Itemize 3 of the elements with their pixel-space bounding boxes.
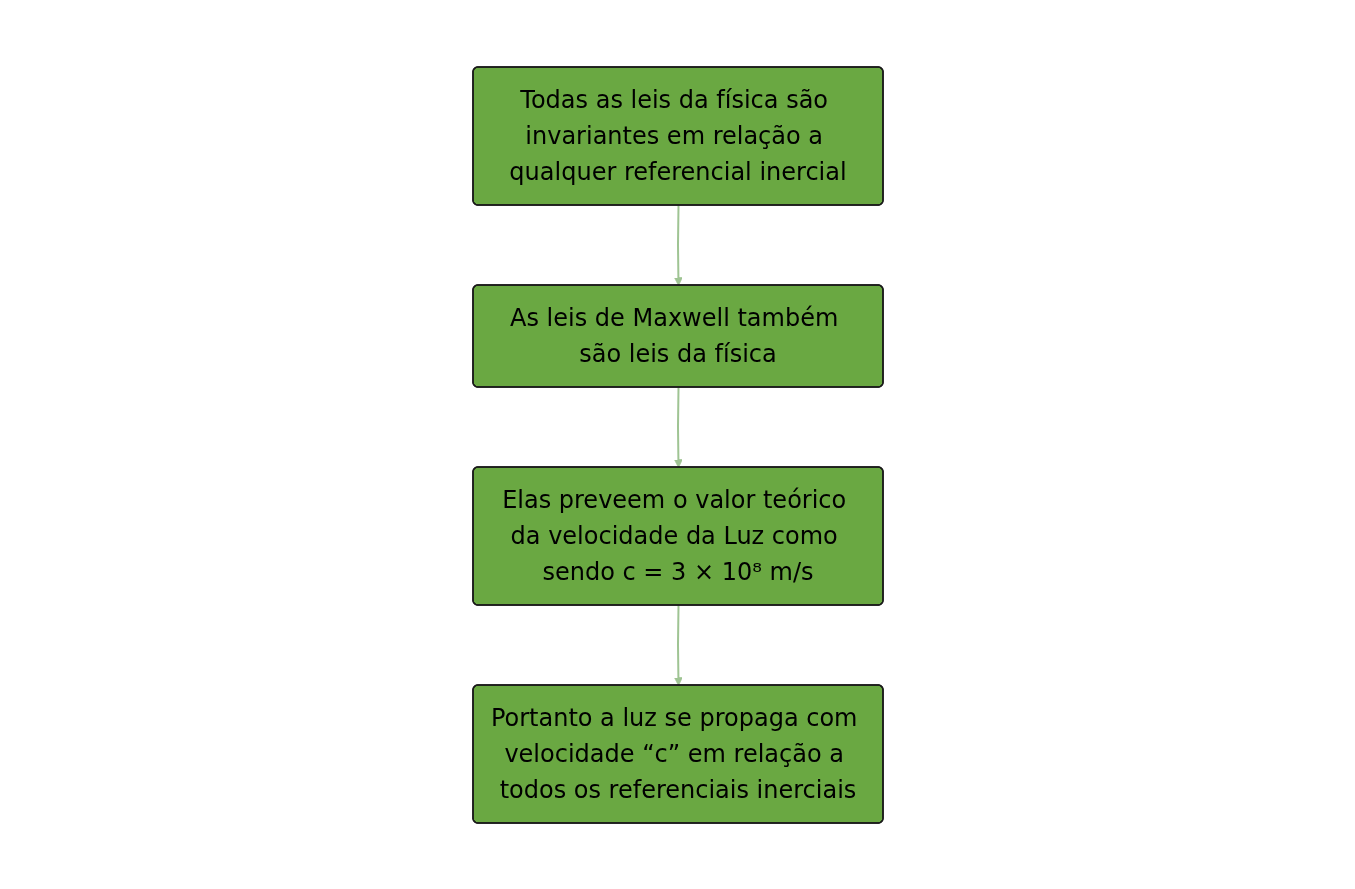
arrow <box>673 204 683 286</box>
arrow <box>673 604 683 686</box>
arrow <box>673 386 683 468</box>
